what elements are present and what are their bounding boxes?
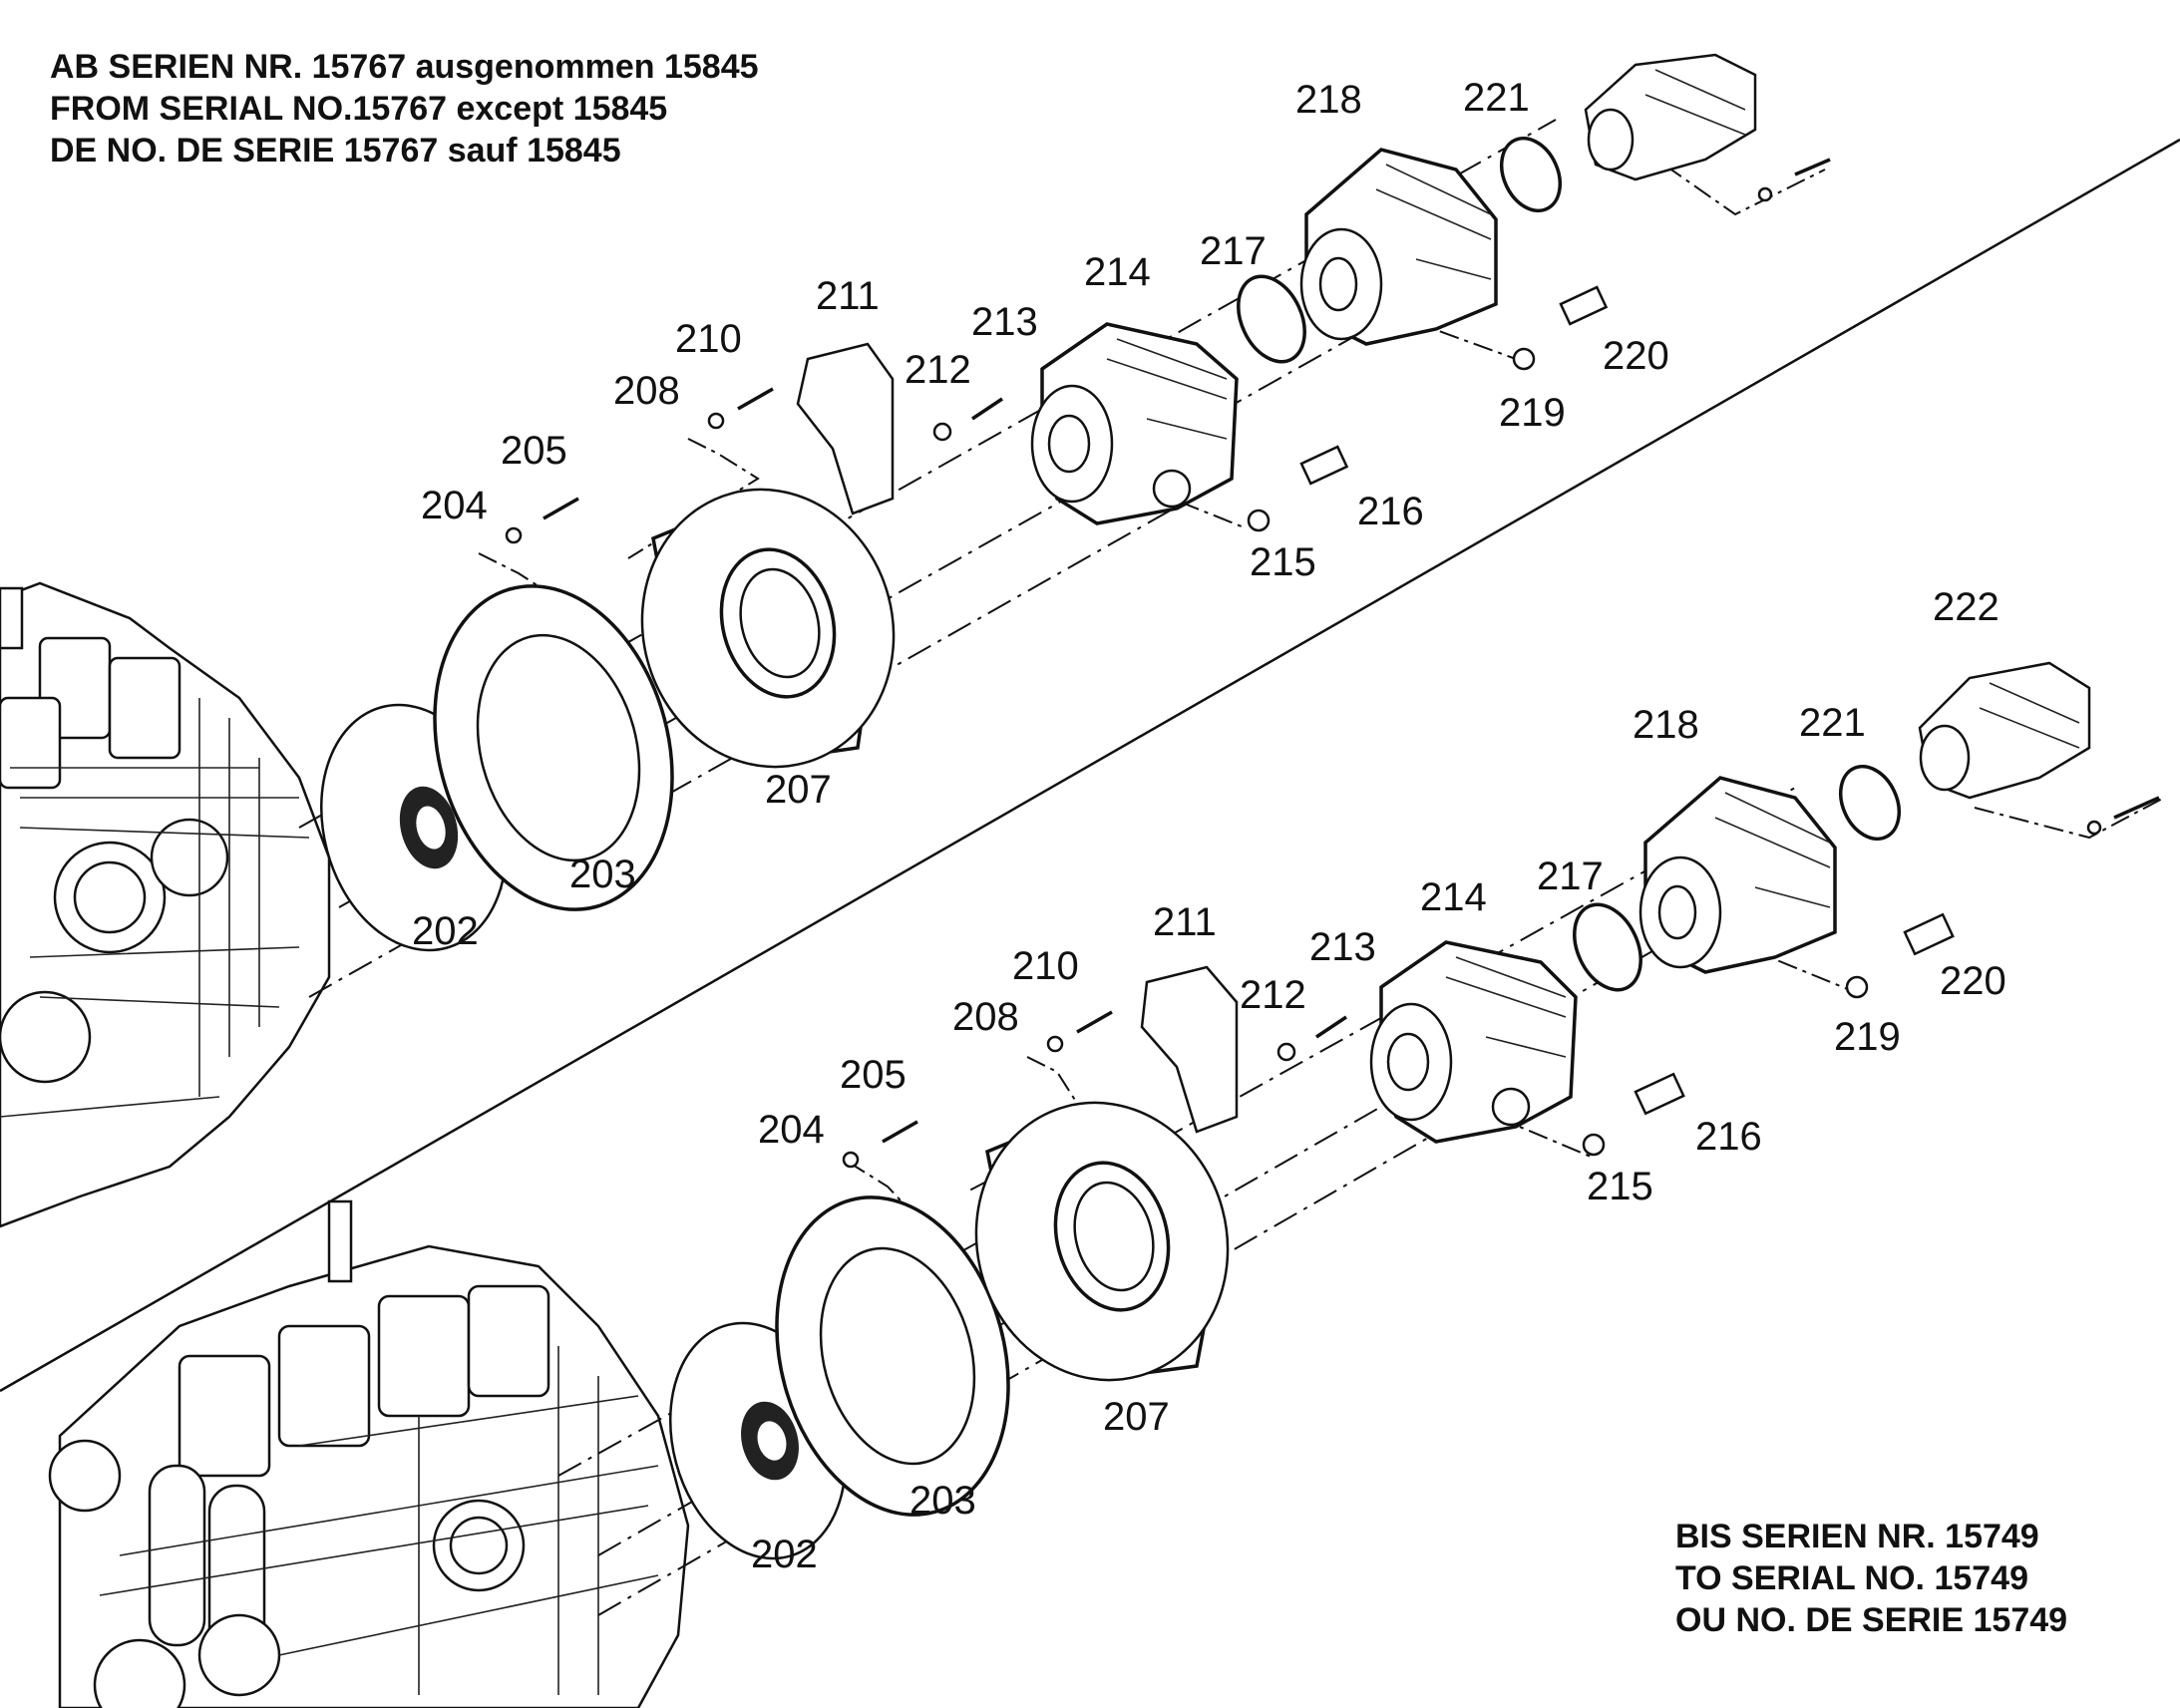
upper-pump-218 — [1299, 148, 1498, 346]
upper-callout-214: 214 — [1084, 250, 1151, 294]
bottom-caption-line-en: TO SERIAL NO. 15749 — [1675, 1559, 2028, 1597]
lower-callout-213: 213 — [1309, 925, 1376, 969]
upper-fasteners — [505, 158, 1831, 544]
upper-bracket-211 — [796, 342, 895, 515]
upper-engine-block — [0, 581, 331, 1228]
lower-callout-215: 215 — [1587, 1165, 1653, 1208]
lower-assembly: 202 203 204 205 207 208 210 211 212 213 … — [48, 585, 2165, 1708]
lower-callout-211: 211 — [1153, 900, 1217, 944]
upper-callouts: 202 203 204 205 207 208 210 211 212 213 … — [412, 76, 1669, 953]
lower-callout-216: 216 — [1695, 1115, 1762, 1159]
upper-callout-202: 202 — [412, 909, 479, 953]
section-divider-line — [0, 138, 2180, 1393]
lower-callout-222: 222 — [1933, 585, 1999, 629]
lower-callout-221: 221 — [1799, 701, 1866, 745]
upper-callout-210: 210 — [675, 317, 742, 361]
upper-housing-ring-203 — [433, 584, 674, 911]
upper-callout-215: 215 — [1250, 540, 1316, 584]
top-caption-line-de: AB SERIEN NR. 15767 ausgenommen 15845 — [50, 48, 759, 86]
lower-o-ring-221 — [1838, 764, 1902, 842]
upper-pump-214 — [1030, 322, 1239, 525]
upper-callout-211: 211 — [816, 274, 880, 318]
lower-callout-205: 205 — [840, 1053, 907, 1097]
lower-callout-204: 204 — [758, 1108, 825, 1152]
lower-fasteners — [842, 796, 2160, 1169]
upper-callout-204: 204 — [421, 484, 488, 527]
lower-gear-pump-222 — [1918, 661, 2091, 800]
lower-pump-214 — [1369, 940, 1578, 1144]
upper-callout-205: 205 — [501, 429, 567, 473]
bottom-caption-line-de: BIS SERIEN NR. 15749 — [1675, 1518, 2039, 1555]
lower-leader-221-bolt — [1974, 797, 2165, 840]
upper-adapter-housing-207 — [640, 488, 896, 769]
upper-callout-208: 208 — [613, 369, 680, 413]
lower-callout-207: 207 — [1103, 1395, 1170, 1439]
top-caption-line-en: FROM SERIAL NO.15767 except 15845 — [50, 90, 668, 128]
lower-callout-208: 208 — [952, 995, 1019, 1039]
lower-bracket-211 — [1140, 965, 1239, 1134]
upper-callout-213: 213 — [971, 300, 1038, 344]
lower-o-ring-217 — [1573, 902, 1642, 992]
upper-callout-212: 212 — [905, 348, 971, 392]
upper-callout-221: 221 — [1463, 76, 1530, 120]
upper-callout-217: 217 — [1200, 229, 1267, 273]
top-serial-caption: AB SERIEN NR. 15767 ausgenommen 15845 FR… — [50, 46, 759, 171]
lower-callout-202: 202 — [751, 1533, 818, 1576]
lower-callout-218: 218 — [1633, 703, 1699, 747]
upper-callout-218: 218 — [1295, 78, 1362, 122]
bottom-serial-caption: BIS SERIEN NR. 15749 TO SERIAL NO. 15749… — [1675, 1516, 2067, 1641]
upper-o-ring-221 — [1499, 136, 1563, 213]
lower-leader-208-210 — [966, 1056, 1094, 1193]
lower-engine-block — [48, 1199, 690, 1708]
upper-callout-203: 203 — [569, 853, 636, 896]
upper-gear-pump — [1584, 53, 1757, 181]
upper-centerline-2 — [338, 278, 1457, 908]
lower-callout-219: 219 — [1834, 1015, 1901, 1059]
lower-centerline-3 — [597, 1121, 1457, 1616]
lower-callouts: 202 203 204 205 207 208 210 211 212 213 … — [751, 585, 2006, 1576]
lower-callout-217: 217 — [1537, 854, 1604, 898]
upper-callout-216: 216 — [1357, 490, 1424, 533]
lower-callout-212: 212 — [1240, 973, 1306, 1017]
lower-adapter-housing-207 — [974, 1101, 1230, 1382]
lower-callout-220: 220 — [1940, 959, 2006, 1003]
lower-housing-ring-203 — [775, 1196, 1010, 1517]
bottom-caption-line-fr: OU NO. DE SERIE 15749 — [1675, 1601, 2068, 1639]
lower-callout-203: 203 — [909, 1479, 976, 1523]
upper-o-ring-217 — [1237, 274, 1306, 364]
upper-callout-219: 219 — [1499, 391, 1566, 435]
lower-pump-218 — [1638, 776, 1837, 974]
lower-callout-210: 210 — [1012, 944, 1079, 988]
lower-callout-214: 214 — [1420, 875, 1487, 919]
upper-callout-220: 220 — [1603, 334, 1669, 378]
upper-assembly: 202 203 204 205 207 208 210 211 212 213 … — [0, 53, 1831, 1228]
top-caption-line-fr: DE NO. DE SERIE 15767 sauf 15845 — [50, 132, 621, 170]
upper-callout-207: 207 — [765, 768, 832, 812]
